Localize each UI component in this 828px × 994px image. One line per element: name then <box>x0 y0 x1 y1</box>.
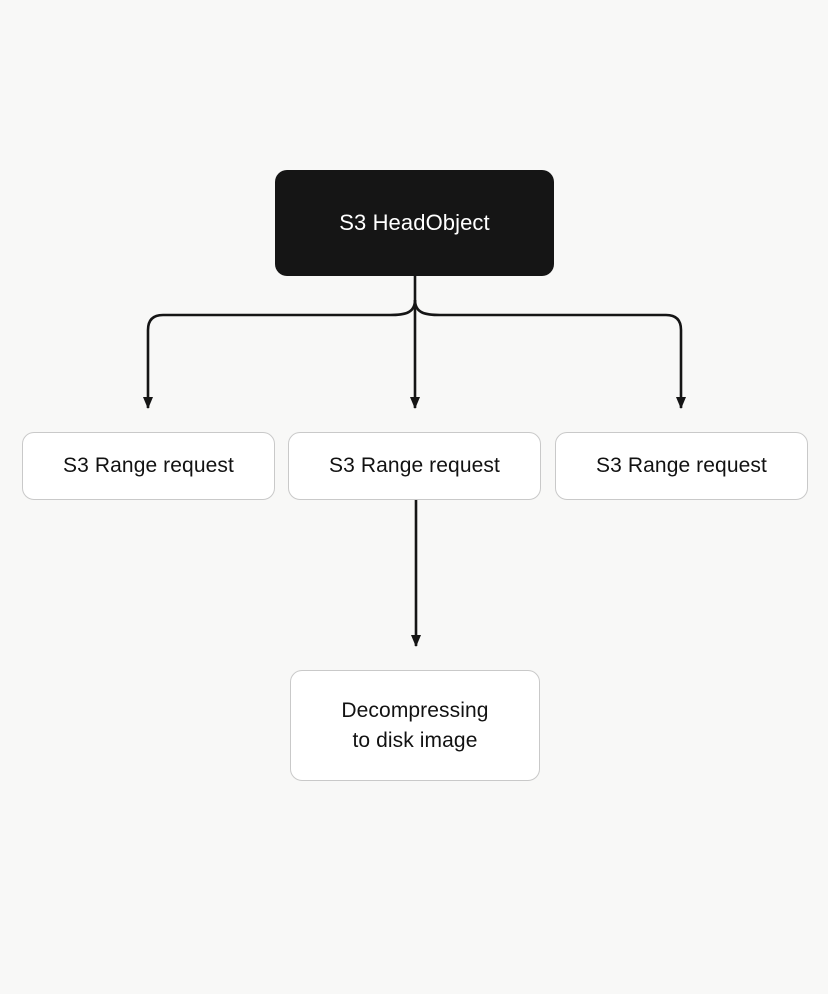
node-s3-range-request-1[interactable]: S3 Range request <box>22 432 275 500</box>
node-decompressing-label-line-1: Decompressing <box>341 698 489 722</box>
node-s3-headobject[interactable]: S3 HeadObject <box>275 170 554 276</box>
node-decompressing-label-line-2: to disk image <box>352 728 478 752</box>
edge-root-to-range-request-3 <box>413 299 686 409</box>
node-s3-range-request-3-label: S3 Range request <box>596 454 767 477</box>
node-s3-range-request-3[interactable]: S3 Range request <box>555 432 808 500</box>
node-decompressing-to-disk-image[interactable]: Decompressing to disk image <box>290 670 540 781</box>
node-s3-range-request-2[interactable]: S3 Range request <box>288 432 541 500</box>
edge-root-to-range-request-1 <box>143 299 417 409</box>
node-decompressing-label: Decompressing to disk image <box>341 696 488 756</box>
node-s3-headobject-label: S3 HeadObject <box>339 210 490 235</box>
node-s3-range-request-1-label: S3 Range request <box>63 454 234 477</box>
node-s3-range-request-2-label: S3 Range request <box>329 454 500 477</box>
